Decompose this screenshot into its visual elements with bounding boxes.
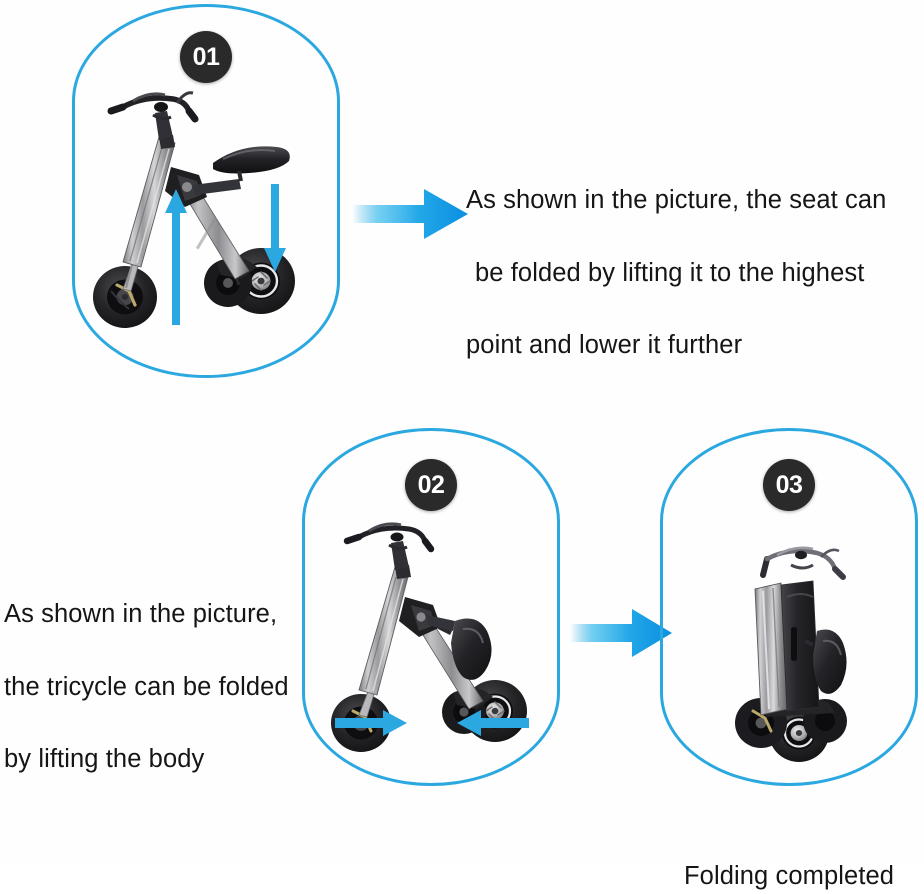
step-01-to-instruction-arrow xyxy=(352,189,468,239)
folding-hinge-step-02 xyxy=(399,597,441,637)
step-badge-03-label: 03 xyxy=(775,470,803,499)
step-02-to-step-03-arrow xyxy=(570,609,672,657)
seat-instruction-text: As shown in the picture, the seat can be… xyxy=(466,146,896,363)
body-instruction-line-1: As shown in the picture, xyxy=(4,600,278,629)
folded-handlebar-step-03 xyxy=(760,546,846,580)
seat-instruction-line-1: As shown in the picture, the seat can xyxy=(466,186,887,215)
rear-wheel-inward-arrow-step-02 xyxy=(457,710,529,736)
front-wheel-step-01 xyxy=(93,266,157,328)
step-panel-02-content: 02 xyxy=(305,431,557,783)
step-badge-01: 01 xyxy=(180,31,232,83)
folded-seat-step-03 xyxy=(803,629,847,694)
lower-seat-arrow-step-01 xyxy=(264,184,286,272)
step-panel-01-content: 01 xyxy=(75,7,337,375)
step-badge-03: 03 xyxy=(763,459,815,511)
step-panel-02: 02 xyxy=(302,428,560,786)
body-instruction-text: As shown in the picture, the tricycle ca… xyxy=(4,560,304,777)
body-instruction-line-2: the tricycle can be folded xyxy=(4,672,289,701)
folding-completed-label: Folding completed xyxy=(684,822,924,894)
product-image-step-01 xyxy=(93,91,295,328)
step-panel-01: 01 xyxy=(72,4,340,378)
step-panel-03-content: 03 xyxy=(663,431,915,783)
product-image-step-03 xyxy=(735,546,847,762)
body-instruction-line-3: by lifting the body xyxy=(4,745,205,774)
seat-instruction-line-2: be folded by lifting it to the highest xyxy=(475,258,865,287)
front-wheel-inward-arrow-step-02 xyxy=(335,710,407,736)
step-badge-02: 02 xyxy=(405,459,457,511)
folding-completed-text: Folding completed xyxy=(684,862,895,891)
handlebar-step-01 xyxy=(107,91,199,123)
step-panel-03: 03 xyxy=(660,428,918,786)
step-badge-02-label: 02 xyxy=(417,470,445,499)
seat-step-01 xyxy=(213,146,290,182)
handlebar-step-02 xyxy=(343,522,435,553)
lift-frame-arrow-step-01 xyxy=(165,189,187,325)
step-badge-01-label: 01 xyxy=(192,42,220,71)
seat-instruction-line-3: point and lower it further xyxy=(466,331,743,360)
